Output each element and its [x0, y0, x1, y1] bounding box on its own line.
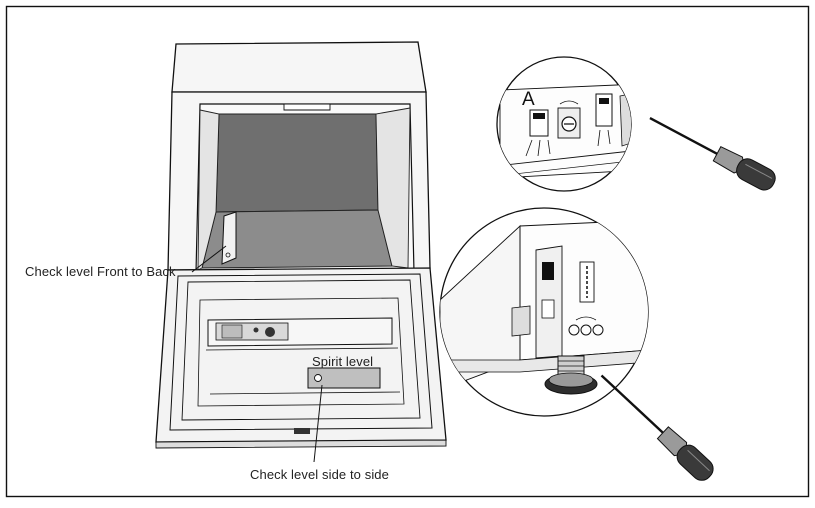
detail-a-label: A: [522, 89, 535, 110]
side-spirit-level-icon: [221, 211, 237, 265]
detail-a-circle: A: [496, 56, 632, 192]
label-check-level-front-to-back: Check level Front to Back: [25, 264, 176, 279]
label-spirit-level: Spirit level: [312, 354, 373, 369]
label-check-level-side-to-side: Check level side to side: [250, 467, 389, 482]
screwdriver-icon: [600, 374, 714, 481]
dishwasher-door: [155, 267, 447, 443]
detail-adjustable-foot-circle: [439, 207, 649, 417]
leader-side-to-side: [313, 384, 323, 463]
spirit-level-icon: [307, 367, 381, 389]
screwdriver-icon: [649, 117, 776, 191]
dishwasher-illustration: [155, 41, 447, 449]
leader-front-to-back: [191, 245, 227, 273]
adjustable-foot-icon: [544, 355, 598, 395]
